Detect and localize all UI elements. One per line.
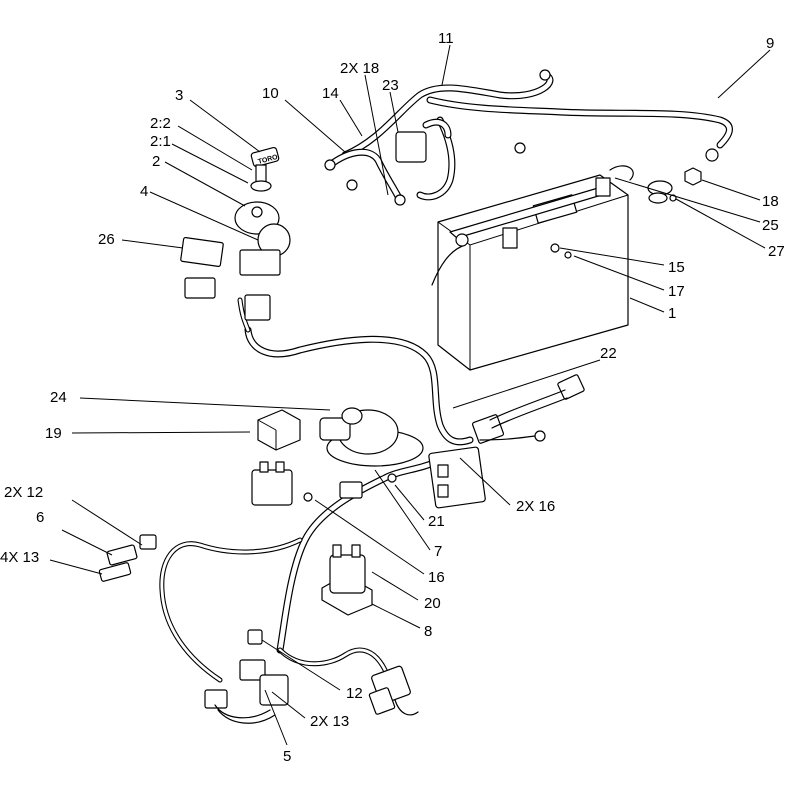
callout-14: 14 [322, 85, 339, 102]
callout-18: 18 [762, 193, 779, 210]
ring-terminal [514, 142, 526, 154]
callout-17: 17 [668, 283, 685, 300]
callout-27: 27 [768, 243, 785, 260]
starter-solenoid [329, 554, 366, 594]
callout-11: 11 [438, 30, 454, 47]
callout-19: 19 [45, 425, 62, 442]
callout-12: 12 [346, 685, 363, 702]
key-switch-assembly: TORO [180, 146, 291, 321]
callout-2x-16: 2X 16 [516, 498, 555, 515]
callout-24: 24 [50, 389, 67, 406]
callout-2x-13: 2X 13 [310, 713, 349, 730]
callout-21: 21 [428, 513, 445, 530]
callout-1: 1 [668, 305, 676, 322]
main-wire-harness [159, 297, 474, 683]
battery [431, 165, 634, 371]
callout-5: 5 [283, 748, 291, 765]
callout-7: 7 [434, 543, 442, 560]
connector [184, 277, 216, 299]
callout-20: 20 [424, 595, 441, 612]
connector [204, 689, 228, 709]
callout-8: 8 [424, 623, 432, 640]
callout-4x-13: 4X 13 [0, 549, 39, 566]
callout-9: 9 [766, 35, 774, 52]
ring-terminal [539, 69, 551, 81]
callout-26: 26 [98, 231, 115, 248]
terminal-hardware [647, 167, 702, 204]
callout-2-2: 2:2 [150, 115, 171, 132]
fuse-block [428, 446, 486, 509]
connector [106, 544, 138, 566]
key [250, 146, 280, 168]
battery-cables [324, 69, 733, 206]
connector-block [251, 469, 293, 506]
battery-terminal [502, 227, 518, 249]
lower-components [98, 461, 419, 724]
callout-6: 6 [36, 509, 44, 526]
callout-2x-18: 2X 18 [340, 60, 379, 77]
callout-3: 3 [175, 87, 183, 104]
ring-terminal [705, 148, 719, 162]
connector [239, 659, 266, 681]
connector [244, 294, 271, 321]
callout-2: 2 [152, 153, 160, 170]
callout-23: 23 [382, 77, 399, 94]
callout-15: 15 [668, 259, 685, 276]
relay-cover [180, 236, 224, 268]
ring-terminal [324, 159, 336, 171]
callout-10: 10 [262, 85, 279, 102]
callout-2x-12: 2X 12 [4, 484, 43, 501]
callout-25: 25 [762, 217, 779, 234]
callout-2-1: 2:1 [150, 133, 171, 150]
callout-4: 4 [140, 183, 148, 200]
ring-terminal [394, 194, 406, 206]
ring-terminal [346, 179, 358, 191]
callout-22: 22 [600, 345, 617, 362]
relay [257, 409, 301, 451]
callout-labels: 3 2:2 2:1 2 4 26 10 14 2X 18 23 11 9 18 … [0, 30, 785, 765]
fuse-block-area [387, 374, 585, 509]
battery-terminal [595, 177, 611, 197]
relay-and-horn [257, 407, 424, 467]
leader-lines [49, 44, 771, 746]
fuse-holder [395, 131, 427, 163]
connector [339, 481, 363, 499]
callout-16: 16 [428, 569, 445, 586]
